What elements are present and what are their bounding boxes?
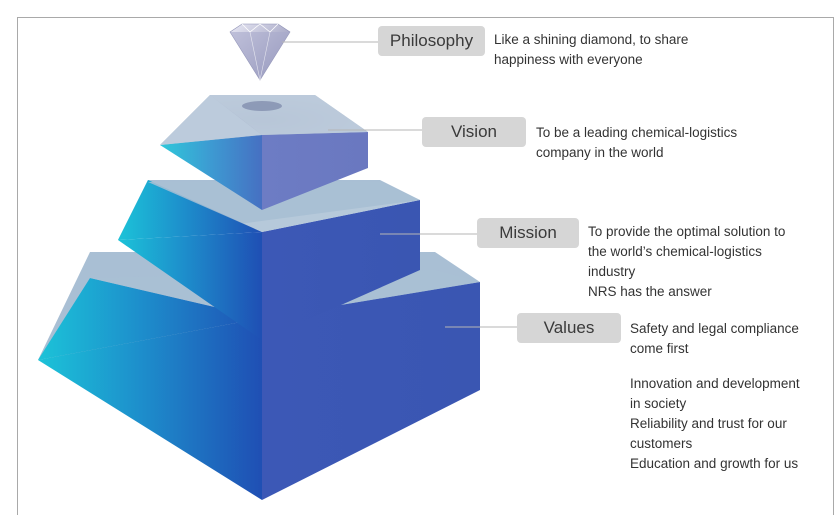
- desc-line: Like a shining diamond, to share: [494, 32, 689, 47]
- label-values: Values: [517, 313, 621, 343]
- desc-line: Safety and legal compliance: [630, 321, 799, 336]
- desc-line: Reliability and trust for our: [630, 416, 787, 431]
- desc-values-a: Safety and legal compliance come first: [630, 319, 799, 359]
- desc-line: happiness with everyone: [494, 52, 643, 67]
- desc-line: industry: [588, 264, 636, 279]
- desc-line: NRS has the answer: [588, 284, 712, 299]
- label-philosophy: Philosophy: [378, 26, 485, 56]
- desc-values-b: Innovation and development in society Re…: [630, 374, 800, 474]
- desc-line: customers: [630, 436, 693, 451]
- desc-line: company in the world: [536, 145, 664, 160]
- desc-line: the world’s chemical-logistics: [588, 244, 762, 259]
- desc-vision: To be a leading chemical-logistics compa…: [536, 123, 737, 163]
- desc-line: To provide the optimal solution to: [588, 224, 786, 239]
- desc-line: come first: [630, 341, 689, 356]
- diamond-icon: [229, 23, 291, 81]
- tier-mission: [118, 180, 420, 340]
- desc-line: Innovation and development: [630, 376, 800, 391]
- desc-mission: To provide the optimal solution to the w…: [588, 222, 785, 302]
- tier-vision: [160, 95, 368, 210]
- diagram-frame: [17, 17, 834, 515]
- desc-line: in society: [630, 396, 687, 411]
- desc-line: Education and growth for us: [630, 456, 799, 471]
- desc-philosophy: Like a shining diamond, to share happine…: [494, 30, 688, 70]
- desc-line: To be a leading chemical-logistics: [536, 125, 738, 140]
- leader-lines: [282, 41, 517, 328]
- label-vision: Vision: [422, 117, 526, 147]
- label-mission: Mission: [477, 218, 579, 248]
